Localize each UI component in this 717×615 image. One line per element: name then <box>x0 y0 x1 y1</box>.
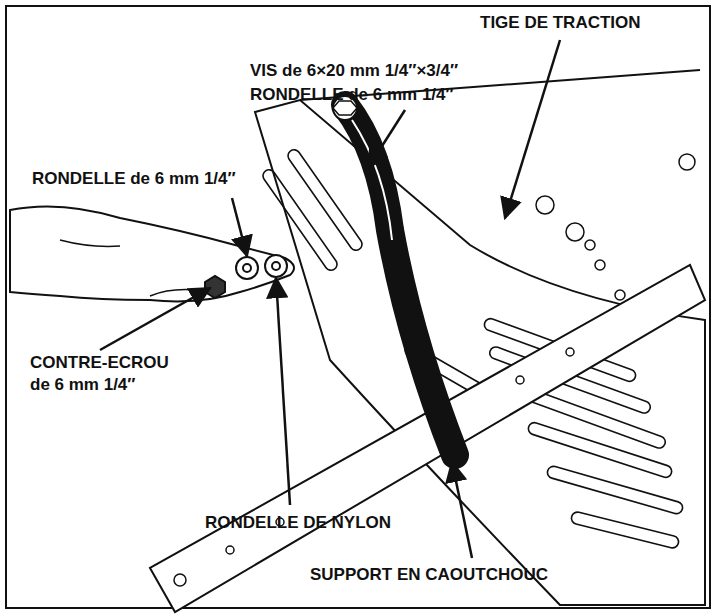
part-label: RONDELLE DE NYLON <box>205 512 445 534</box>
part-label: CONTRE-ECROU de 6 mm 1/4″ <box>30 352 170 396</box>
rubber-support <box>333 96 455 455</box>
pull-rod <box>150 265 705 612</box>
part-label: SUPPORT EN CAOUTCHOUC <box>310 564 630 586</box>
leader-lines <box>100 40 560 558</box>
part-label: RONDELLE de 6 mm 1/4″ <box>32 168 292 190</box>
part-label: VIS de 6×20 mm 1/4″×3/4″ <box>250 60 550 82</box>
part-label: RONDELLE de 6 mm 1/4″ <box>250 84 510 106</box>
hand <box>10 206 294 301</box>
frame <box>6 6 710 608</box>
part-label: TIGE DE TRACTION <box>480 12 700 34</box>
